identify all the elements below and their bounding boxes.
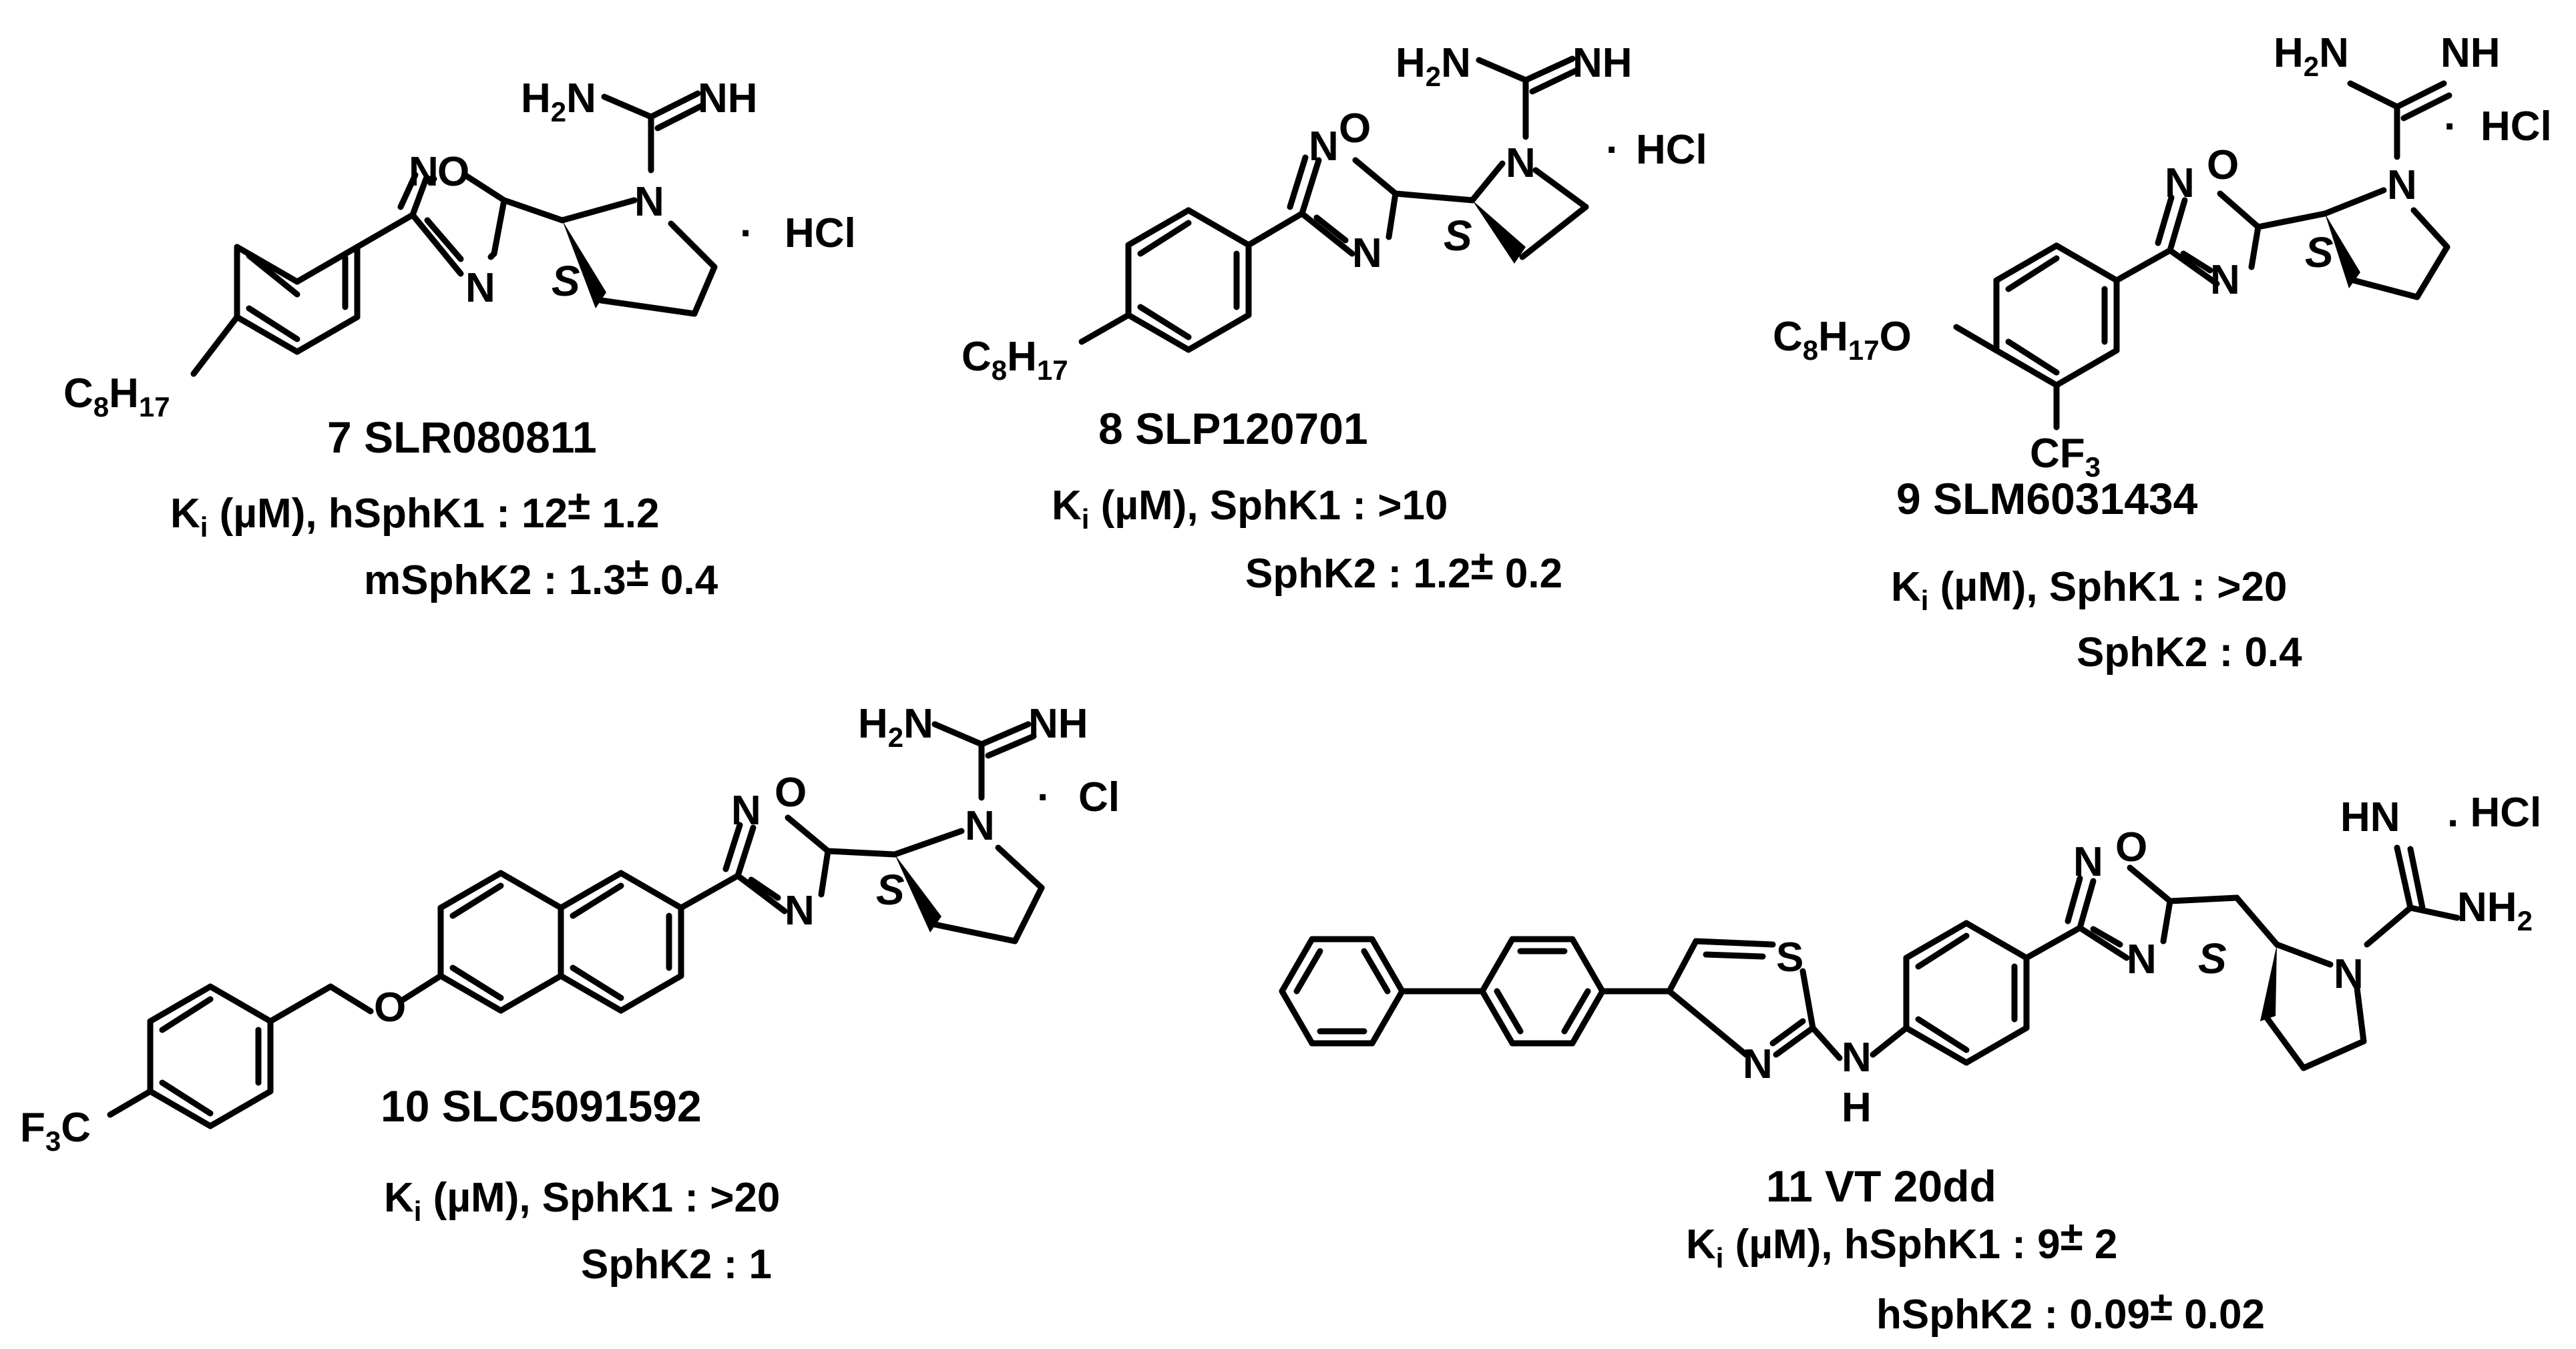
svg-text:NH2: NH2 — [2457, 884, 2533, 936]
svg-text:O: O — [2115, 824, 2147, 870]
svg-text:S: S — [1776, 934, 1803, 981]
svg-text:O: O — [437, 149, 469, 195]
svg-text:N: N — [634, 179, 664, 225]
svg-text:N: N — [2210, 257, 2240, 303]
compound-10-structure: N O N N S H2N NH · Cl O F3C — [20, 701, 1120, 1157]
compound-8-label: 8 SLP120701 Ki (µM), SphK1 : >10 SphK2 :… — [1052, 404, 1562, 597]
svg-text:HN: HN — [2340, 794, 2400, 840]
svg-text:N: N — [2165, 160, 2195, 206]
svg-text:N: N — [965, 803, 995, 849]
svg-text:NH: NH — [698, 75, 758, 121]
svg-text:NH: NH — [2440, 30, 2501, 76]
svg-text:·: · — [1037, 774, 1051, 820]
compound-11-label: 11 VT 20dd Ki (µM), hSphK1 : 9± 2 hSphK2… — [1686, 1161, 2265, 1338]
svg-text:F3C: F3C — [20, 1105, 91, 1157]
svg-text:·: · — [2444, 103, 2458, 150]
svg-text:NH: NH — [1028, 701, 1088, 747]
svg-text:·: · — [740, 210, 754, 256]
svg-text:O: O — [775, 770, 807, 816]
svg-text:hSphK2 : 0.09± 0.02: hSphK2 : 0.09± 0.02 — [1876, 1284, 2265, 1338]
svg-text:10 SLC5091592: 10 SLC5091592 — [381, 1081, 702, 1131]
svg-text:Ki (µM), SphK1 : >20: Ki (µM), SphK1 : >20 — [1891, 564, 2287, 616]
svg-text:SphK2 : 1.2± 0.2: SphK2 : 1.2± 0.2 — [1245, 543, 1562, 597]
svg-text:CF3: CF3 — [2030, 431, 2101, 483]
svg-text:N: N — [2334, 951, 2364, 997]
compound-9-label: 9 SLM6031434 Ki (µM), SphK1 : >20 SphK2 … — [1891, 474, 2302, 676]
compound-11-structure: S N N H N O N N S HN NH2 . HCl — [1279, 790, 2541, 1131]
stereo-label-7: S — [552, 257, 580, 305]
svg-text:N: N — [1842, 1035, 1872, 1081]
svg-text:Ki (µM), hSphK1 : 9± 2: Ki (µM), hSphK1 : 9± 2 — [1686, 1213, 2117, 1274]
svg-text:H: H — [1842, 1085, 1872, 1131]
svg-text:N: N — [1309, 123, 1339, 170]
svg-text:H2N: H2N — [521, 75, 596, 127]
compound-10-label: 10 SLC5091592 Ki (µM), SphK1 : >20 SphK2… — [381, 1081, 780, 1288]
svg-text:. HCl: . HCl — [2447, 790, 2541, 836]
svg-text:C8H17: C8H17 — [63, 370, 170, 423]
svg-text:HCl: HCl — [1636, 127, 1707, 173]
stereo-label-9: S — [2305, 228, 2334, 276]
svg-text:H2N: H2N — [858, 701, 933, 753]
svg-text:Ki (µM), hSphK1 : 12± 1.2: Ki (µM), hSphK1 : 12± 1.2 — [170, 483, 660, 543]
svg-text:Ki (µM), SphK1 : >10: Ki (µM), SphK1 : >10 — [1052, 483, 1448, 535]
svg-text:N: N — [465, 265, 495, 311]
svg-text:C8H17O: C8H17O — [1773, 314, 1912, 366]
stereo-label-11: S — [2198, 934, 2227, 983]
svg-text:C8H17: C8H17 — [961, 334, 1068, 386]
stereo-label-8: S — [1444, 212, 1472, 260]
svg-text:N: N — [2073, 839, 2103, 885]
svg-text:7 SLR080811: 7 SLR080811 — [327, 413, 597, 462]
compound-9-structure: N O N N S H2N NH · HCl C8H17O CF3 — [1773, 30, 2552, 483]
stereo-label-10: S — [876, 866, 905, 914]
svg-text:HCl: HCl — [785, 210, 856, 256]
svg-text:N: N — [2387, 162, 2417, 208]
compound-7-label: 7 SLR080811 Ki (µM), hSphK1 : 12± 1.2 mS… — [170, 413, 718, 603]
svg-text:H2N: H2N — [1396, 40, 1471, 92]
svg-text:Ki (µM), SphK1 : >20: Ki (µM), SphK1 : >20 — [384, 1175, 780, 1227]
svg-text:O: O — [374, 985, 406, 1031]
svg-text:·: · — [1606, 127, 1620, 173]
compound-7-structure: N O N N S H2N NH · HCl C8H17 — [63, 75, 856, 423]
svg-text:N: N — [1506, 140, 1536, 186]
svg-text:8 SLP120701: 8 SLP120701 — [1098, 404, 1368, 453]
compound-8-structure: N O N N S H2N NH · HCl C8H17 — [961, 40, 1707, 386]
svg-text:N: N — [785, 888, 815, 934]
svg-text:N: N — [1743, 1041, 1773, 1087]
svg-text:HCl: HCl — [2481, 103, 2552, 150]
svg-text:SphK2 : 0.4: SphK2 : 0.4 — [2077, 629, 2302, 676]
svg-text:O: O — [2207, 142, 2239, 188]
svg-text:H2N: H2N — [2274, 30, 2349, 82]
svg-text:O: O — [1339, 105, 1371, 152]
svg-text:N: N — [731, 788, 761, 834]
svg-text:9 SLM6031434: 9 SLM6031434 — [1896, 474, 2198, 523]
svg-text:mSphK2 : 1.3± 0.4: mSphK2 : 1.3± 0.4 — [364, 549, 718, 603]
svg-text:NH: NH — [1572, 40, 1633, 86]
svg-text:N: N — [2127, 936, 2157, 983]
svg-text:N: N — [409, 149, 439, 195]
svg-text:SphK2 : 1: SphK2 : 1 — [581, 1242, 772, 1288]
svg-text:N: N — [1352, 230, 1382, 276]
svg-text:Cl: Cl — [1078, 774, 1120, 820]
svg-text:11 VT 20dd: 11 VT 20dd — [1766, 1161, 1996, 1211]
